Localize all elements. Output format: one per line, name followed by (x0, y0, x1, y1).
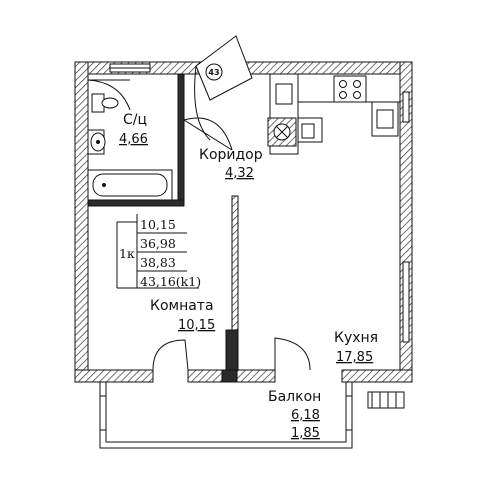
bathroom-area: 4,66 (119, 132, 148, 147)
room-balcony-door (152, 339, 189, 371)
corridor-name: Коридор (199, 147, 263, 163)
sink-icon (87, 129, 106, 155)
kitchen-area: 17,85 (336, 350, 373, 365)
apartment-number: 43 (208, 68, 219, 77)
balcony-name: Балкон (268, 389, 321, 405)
total-area-cell: 38,83 (140, 255, 176, 270)
total-area-coef-cell: 43,16(k1) (140, 274, 201, 289)
bathtub-icon (87, 169, 173, 201)
window-marks (109, 63, 410, 343)
stove-icon (333, 75, 367, 103)
corridor-area: 4,32 (225, 166, 254, 181)
entrance-door (194, 35, 253, 141)
area-without-balcony-cell: 36,98 (140, 236, 176, 251)
balcony-area-reduced: 1,85 (291, 426, 320, 441)
toilet-icon (91, 93, 119, 113)
kitchen-name: Кухня (334, 330, 378, 346)
corridor-door (183, 117, 233, 151)
kitchen-balcony-door (274, 337, 311, 382)
sink-kitchen-icon (297, 117, 323, 143)
apartment-number-badge (205, 63, 223, 81)
balcony (99, 382, 405, 449)
bathroom-door (87, 79, 131, 111)
ventilation-shaft-icon (267, 117, 297, 147)
room-count-cell: 1к (119, 246, 135, 261)
fridge-icon (371, 101, 399, 137)
bathroom-name: С/ц (123, 112, 147, 128)
room-name: Комната (150, 298, 214, 314)
interior-walls (87, 73, 239, 371)
balcony-area: 6,18 (291, 408, 320, 423)
summary-table (116, 214, 199, 289)
room-area: 10,15 (178, 318, 215, 333)
living-area-cell: 10,15 (140, 217, 176, 232)
